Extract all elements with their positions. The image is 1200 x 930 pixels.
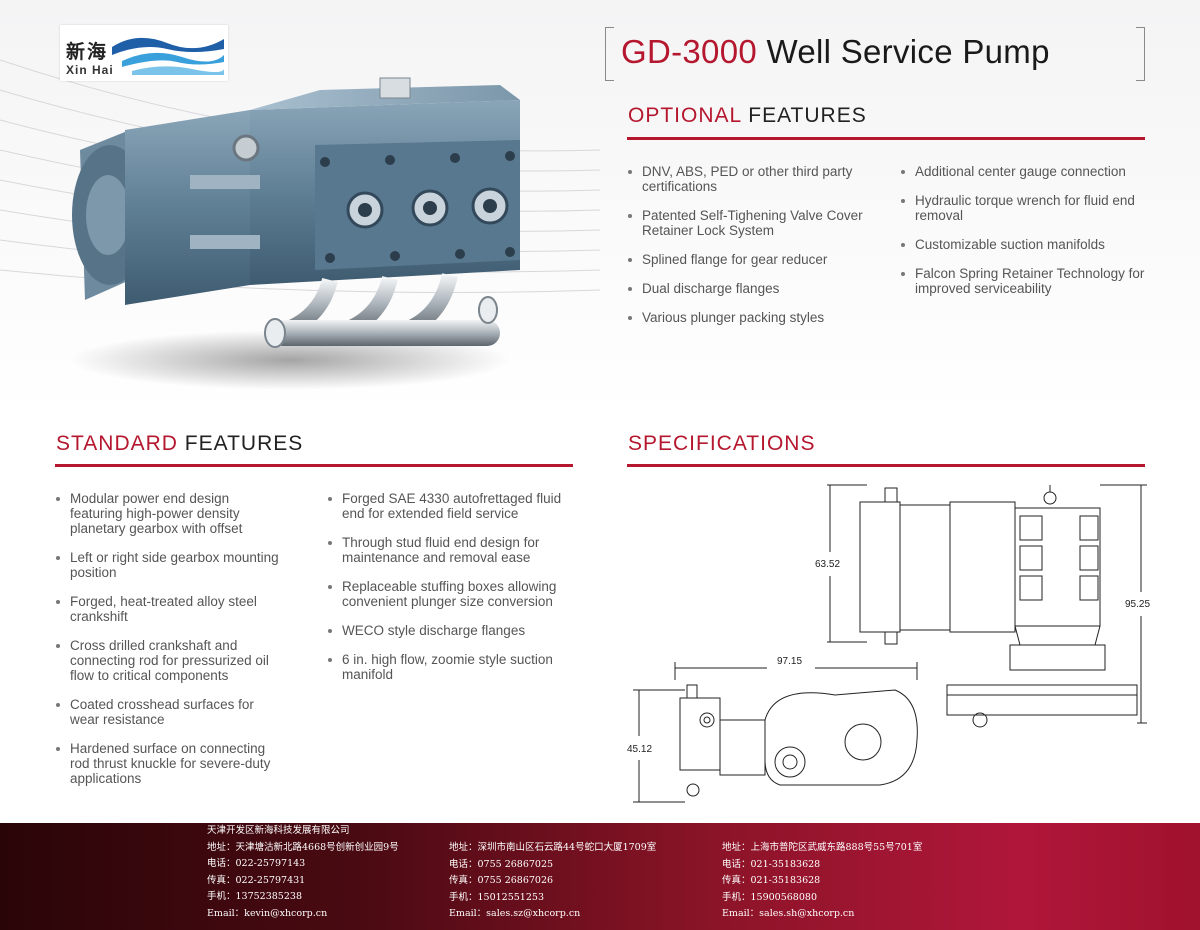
- wave-icon: [112, 37, 224, 75]
- contact-line: Email：sales.sz@xhcorp.cn: [449, 908, 581, 919]
- contact-line: 电话：021-35183628: [722, 858, 821, 870]
- footer-shanghai-contact: 地址：上海市普陀区武威东路888号55号701室电话：021-35183628 传…: [722, 840, 922, 923]
- specifications-heading: SPECIFICATIONS: [628, 432, 815, 456]
- feature-item: Modular power end design featuring high-…: [56, 491, 281, 536]
- feature-item: Patented Self-Tighening Valve Cover Reta…: [628, 208, 868, 238]
- feature-item: Through stud fluid end design for mainte…: [328, 535, 573, 565]
- feature-item: Additional center gauge connection: [901, 164, 1151, 179]
- contact-line: 地址：深圳市南山区石云路44号蛇口大厦1709室: [449, 842, 657, 853]
- logo-chinese-text: 新海: [66, 41, 109, 63]
- feature-item: WECO style discharge flanges: [328, 623, 573, 638]
- contact-line: 手机：15012551253: [449, 891, 544, 903]
- title-frame: GD-3000 Well Service Pump: [605, 27, 1145, 81]
- footer-shenzhen-contact: 地址：深圳市南山区石云路44号蛇口大厦1709室电话：0755 26867025…: [449, 840, 656, 923]
- heading-accent: STANDARD: [56, 432, 178, 455]
- dim-overall-height: 95.25: [1125, 599, 1150, 610]
- footer-tianjin-contact: 天津开发区新海科技发展有限公司地址：天津塘沽新北路4668号创新创业园9号电话：…: [207, 823, 399, 922]
- heading-accent: SPECIFICATIONS: [628, 432, 816, 455]
- feature-item: Customizable suction manifolds: [901, 237, 1151, 252]
- contact-line: 天津开发区新海科技发展有限公司: [207, 825, 350, 836]
- company-logo: 新海 Xin Hai: [60, 25, 228, 81]
- feature-item: Forged SAE 4330 autofrettaged fluid end …: [328, 491, 573, 521]
- contact-line: 手机：15900568080: [722, 891, 817, 903]
- feature-item: Replaceable stuffing boxes allowing conv…: [328, 579, 573, 609]
- feature-item: Hardened surface on connecting rod thrus…: [56, 741, 281, 786]
- feature-item: Splined flange for gear reducer: [628, 252, 868, 267]
- contact-line: 手机：13752385238: [207, 891, 302, 902]
- heading-accent: OPTIONAL: [628, 104, 742, 127]
- title-bracket-left: [605, 27, 614, 81]
- title-bracket-right: [1136, 27, 1145, 81]
- contact-line: 传真：021-35183628: [722, 875, 821, 886]
- feature-item: Coated crosshead surfaces for wear resis…: [56, 697, 281, 727]
- title-model: GD-3000: [621, 33, 758, 70]
- contact-line: Email：sales.sh@xhcorp.cn: [722, 908, 855, 919]
- page-title: GD-3000 Well Service Pump: [621, 33, 1050, 71]
- heading-rest: FEATURES: [184, 432, 304, 455]
- optional-features-heading: OPTIONAL FEATURES: [628, 104, 867, 128]
- optional-features-list-1: DNV, ABS, PED or other third party certi…: [628, 164, 868, 339]
- standard-features-heading: STANDARD FEATURES: [56, 432, 303, 456]
- contact-line: 传真：022-25797431: [207, 874, 306, 886]
- feature-item: Cross drilled crankshaft and connecting …: [56, 638, 281, 683]
- feature-item: Dual discharge flanges: [628, 281, 868, 296]
- contact-line: Email：kevin@xhcorp.cn: [207, 907, 328, 919]
- contact-line: 地址：天津塘沽新北路4668号创新创业园9号: [207, 841, 399, 853]
- dim-length: 97.15: [777, 656, 802, 667]
- contact-line: 电话：022-25797143: [207, 858, 306, 869]
- standard-features-list-1: Modular power end design featuring high-…: [56, 491, 281, 800]
- dim-height-side: 45.12: [627, 744, 652, 755]
- feature-item: Left or right side gearbox mounting posi…: [56, 550, 281, 580]
- feature-item: Various plunger packing styles: [628, 310, 868, 325]
- title-rest: Well Service Pump: [766, 33, 1050, 70]
- contact-line: 传真：0755 26867026: [449, 875, 554, 886]
- dim-height-top: 63.52: [815, 559, 840, 570]
- feature-item: Forged, heat-treated alloy steel cranksh…: [56, 594, 281, 624]
- standard-rule: [55, 464, 573, 467]
- feature-item: 6 in. high flow, zoomie style suction ma…: [328, 652, 573, 682]
- logo-english-text: Xin Hai: [66, 63, 114, 77]
- contact-line: 地址：上海市普陀区武威东路888号55号701室: [722, 842, 923, 853]
- heading-rest: FEATURES: [748, 104, 867, 127]
- pump-image: [70, 77, 520, 390]
- footer-contact-bar: 天津开发区新海科技发展有限公司地址：天津塘沽新北路4668号创新创业园9号电话：…: [0, 823, 1200, 930]
- contact-line: 电话：0755 26867025: [449, 858, 554, 870]
- feature-item: DNV, ABS, PED or other third party certi…: [628, 164, 868, 194]
- standard-features-list-2: Forged SAE 4330 autofrettaged fluid end …: [328, 491, 573, 696]
- feature-item: Hydraulic torque wrench for fluid end re…: [901, 193, 1151, 223]
- dimension-drawing: 63.52 95.25 97.15 45.12: [627, 484, 1150, 803]
- specifications-rule: [627, 464, 1145, 467]
- optional-rule: [627, 137, 1145, 140]
- feature-item: Falcon Spring Retainer Technology for im…: [901, 266, 1151, 296]
